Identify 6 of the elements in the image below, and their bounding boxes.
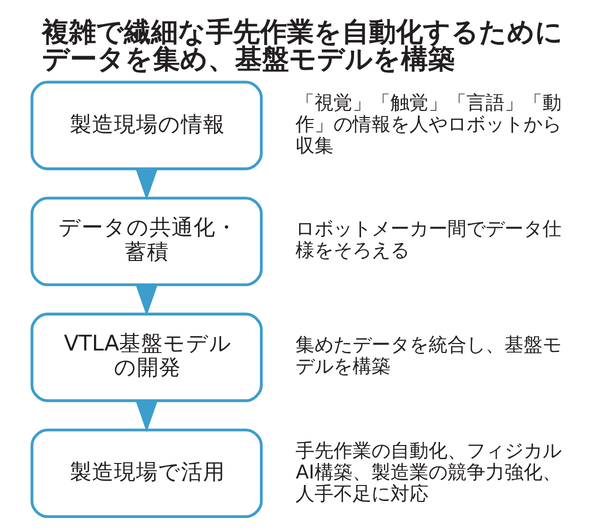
node-label: ロボットメーカー間でデータ仕様をそろえる [295,217,562,262]
node-label: 集めたデータを統合し、基盤モデルを構築 [295,333,562,378]
node-box: 製造現場で活用 [30,428,262,518]
node-label: 手先作業の自動化、フィジカルAI構築、製造業の競争力強化、人手不足に対応 [295,438,562,506]
diagram-title: 複雑で繊細な手先作業を自動化するためにデータを集め、基盤モデルを構築 [41,17,562,75]
node-label: 「視覚」「触覚」「言語」「動作」の情報を人やロボットから収集 [295,90,562,158]
